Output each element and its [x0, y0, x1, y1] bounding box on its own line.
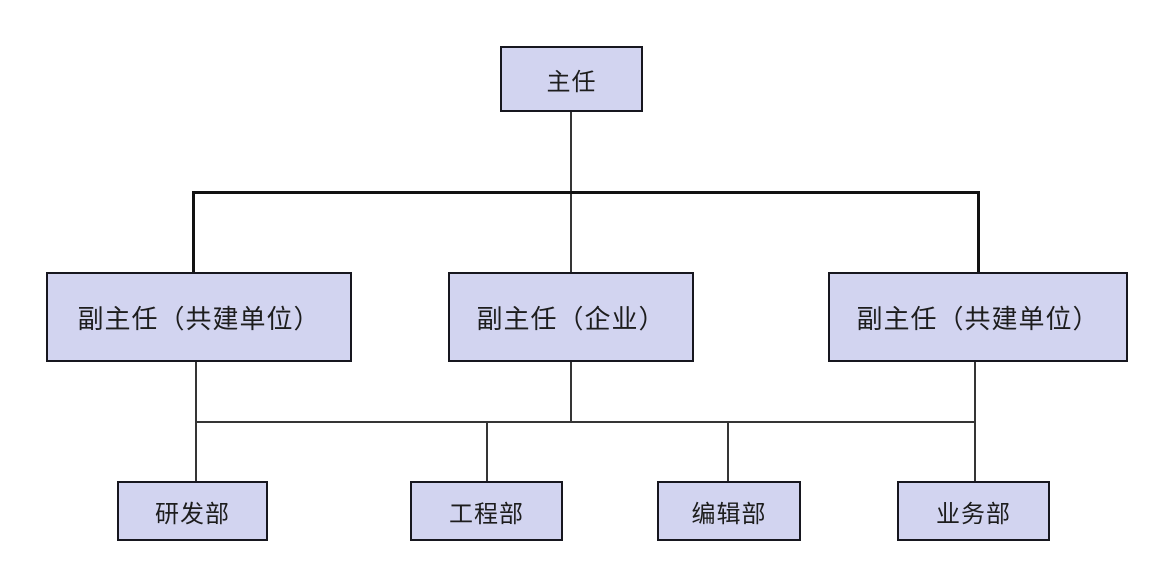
- node-dept-business: 业务部: [897, 481, 1050, 541]
- connector-riser-editorial: [727, 421, 729, 481]
- node-director: 主任: [500, 46, 643, 112]
- connector-root-stub: [570, 112, 572, 194]
- node-deputy-right: 副主任（共建单位）: [828, 272, 1128, 362]
- connector-upper-bus: [192, 191, 980, 194]
- node-dept-engineering: 工程部: [410, 481, 563, 541]
- node-deputy-center: 副主任（企业）: [448, 272, 694, 362]
- node-dept-editorial: 编辑部: [657, 481, 801, 541]
- connector-drop-right: [977, 191, 980, 272]
- connector-riser-engineering: [486, 421, 488, 481]
- node-deputy-left: 副主任（共建单位）: [46, 272, 352, 362]
- connector-drop-center: [570, 194, 572, 272]
- connector-drop-left: [192, 191, 195, 272]
- node-dept-research: 研发部: [117, 481, 268, 541]
- connector-center-stub: [570, 362, 572, 423]
- connector-lower-bus: [195, 421, 976, 423]
